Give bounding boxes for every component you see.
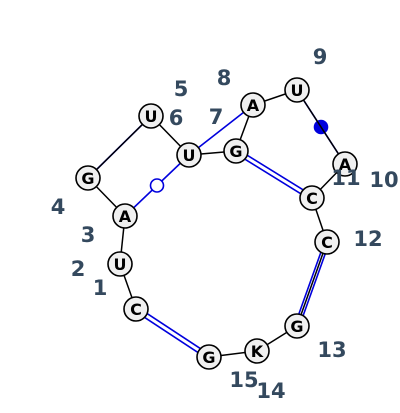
nucleotide-letter: G xyxy=(202,348,215,367)
canonical-pair-line xyxy=(236,148,314,197)
position-number: 1 xyxy=(93,276,108,300)
nucleotide-7: G xyxy=(223,138,249,164)
canonical-pair-line xyxy=(136,306,211,356)
nucleotide-circle xyxy=(314,229,340,255)
canonical-pair-line xyxy=(294,240,326,326)
nucleotide-circle xyxy=(176,142,202,168)
nucleotide-5: U xyxy=(138,103,164,129)
canonical-pair-line xyxy=(134,310,209,360)
nucleotide-letter: C xyxy=(130,300,142,319)
nucleotide-14: K xyxy=(244,338,270,364)
backbone-segment xyxy=(87,115,152,179)
nucleotide-letter: C xyxy=(306,189,318,208)
nucleotide-circle xyxy=(240,92,266,118)
nucleotide-letter: U xyxy=(145,107,158,126)
nucleotide-13: G xyxy=(284,313,310,339)
position-number: 14 xyxy=(256,379,285,403)
nucleotide-letter: U xyxy=(291,81,304,100)
nucleotide-11: C xyxy=(299,185,325,211)
nucleotide-circle xyxy=(107,251,133,277)
position-number: 2 xyxy=(71,257,86,281)
nucleotide-layer: C U A G U U G A U A C C G K G xyxy=(75,77,358,370)
nucleotide-letter: U xyxy=(183,146,196,165)
position-number: 12 xyxy=(353,227,382,251)
backbone-segment xyxy=(296,89,346,165)
position-number: 3 xyxy=(81,223,96,247)
position-number: 13 xyxy=(317,338,346,362)
position-number: 10 xyxy=(369,168,398,192)
nucleotide-letter: G xyxy=(81,169,94,188)
nucleotide-15: G xyxy=(196,344,222,370)
nucleotide-4: G xyxy=(75,165,101,191)
backbone-segment xyxy=(296,241,328,327)
position-number: 9 xyxy=(313,45,328,69)
nucleotide-1: C xyxy=(123,296,149,322)
nucleotide-2: U xyxy=(107,251,133,277)
nucleotide-circle xyxy=(299,185,325,211)
nucleotide-letter: C xyxy=(321,233,333,252)
canonical-pair-line xyxy=(298,242,330,328)
nucleotide-circle xyxy=(138,103,164,129)
nucleotide-6: U xyxy=(176,142,202,168)
position-number: 11 xyxy=(331,166,360,190)
nucleotide-letter: K xyxy=(251,342,264,361)
nucleotide-circle xyxy=(223,138,249,164)
nucleotide-3: A xyxy=(112,203,138,229)
canonical-pair-line xyxy=(234,152,312,201)
pair-line xyxy=(188,104,254,156)
position-number: 15 xyxy=(229,368,258,392)
nucleotide-10: A xyxy=(332,151,358,177)
nucleotide-circle xyxy=(244,338,270,364)
position-number: 7 xyxy=(209,105,224,129)
position-number: 4 xyxy=(51,195,66,219)
nucleotide-circle xyxy=(196,344,222,370)
position-number: 6 xyxy=(169,106,184,130)
nucleotide-circle xyxy=(284,77,310,103)
noncanonical-pair-open-marker xyxy=(149,178,165,193)
nucleotide-letter: G xyxy=(229,142,242,161)
nucleotide-circle xyxy=(75,165,101,191)
nucleotide-circle xyxy=(112,203,138,229)
nucleotide-9: U xyxy=(284,77,310,103)
nucleotide-circle xyxy=(284,313,310,339)
nucleotide-letter: A xyxy=(339,155,352,174)
position-number: 8 xyxy=(217,66,232,90)
nucleotide-circle xyxy=(123,296,149,322)
position-number: 5 xyxy=(174,77,189,101)
nucleotide-letter: A xyxy=(119,207,132,226)
nucleotide-letter: U xyxy=(114,255,127,274)
nucleotide-circle xyxy=(332,151,358,177)
nucleotide-12: C xyxy=(314,229,340,255)
nucleotide-letter: A xyxy=(247,96,260,115)
nucleotide-letter: G xyxy=(290,317,303,336)
nucleotide-8: A xyxy=(240,92,266,118)
